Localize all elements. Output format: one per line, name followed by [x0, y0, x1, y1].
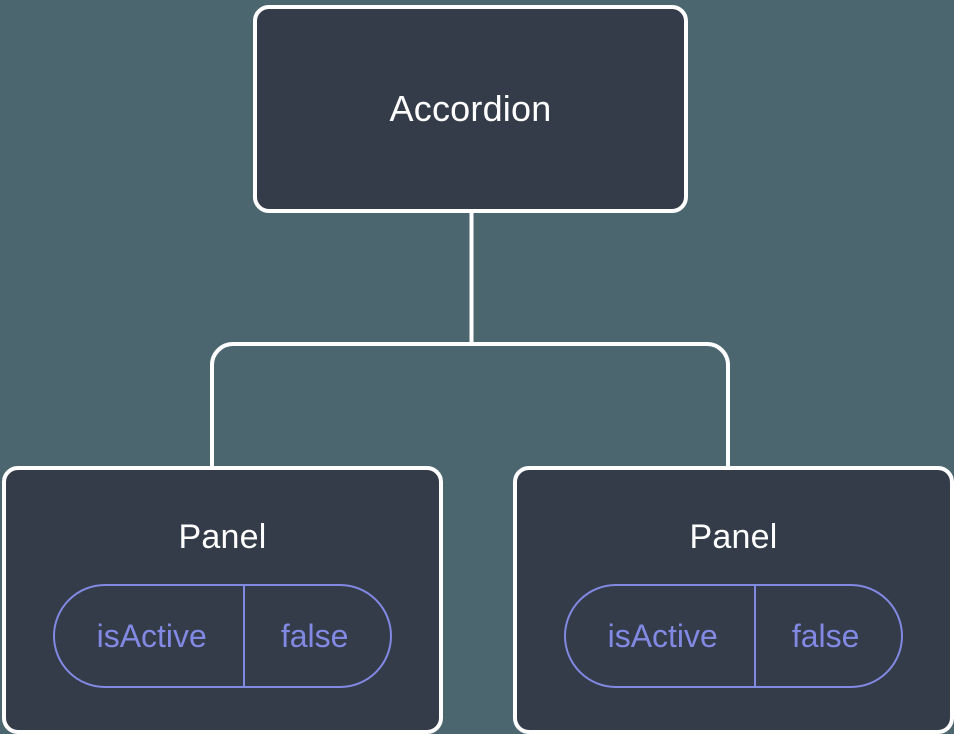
tree-node-panel-right-label: Panel: [689, 518, 778, 556]
edge-root-to-panel-right: [471, 342, 730, 470]
prop-value-label: false: [242, 586, 391, 686]
prop-value-label: false: [753, 586, 902, 686]
tree-node-panel-right[interactable]: Panel isActive false: [513, 466, 954, 734]
prop-badge-isactive-right[interactable]: isActive false: [563, 584, 904, 688]
tree-node-panel-left[interactable]: Panel isActive false: [2, 466, 443, 734]
prop-key-label: isActive: [607, 618, 718, 654]
prop-badge-isactive-left[interactable]: isActive false: [52, 584, 393, 688]
tree-node-panel-left-label: Panel: [178, 518, 267, 556]
edge-root-to-panel-left: [210, 342, 472, 470]
tree-node-accordion[interactable]: Accordion: [253, 5, 688, 213]
tree-node-accordion-label: Accordion: [389, 88, 552, 129]
prop-key-label: isActive: [96, 618, 207, 654]
